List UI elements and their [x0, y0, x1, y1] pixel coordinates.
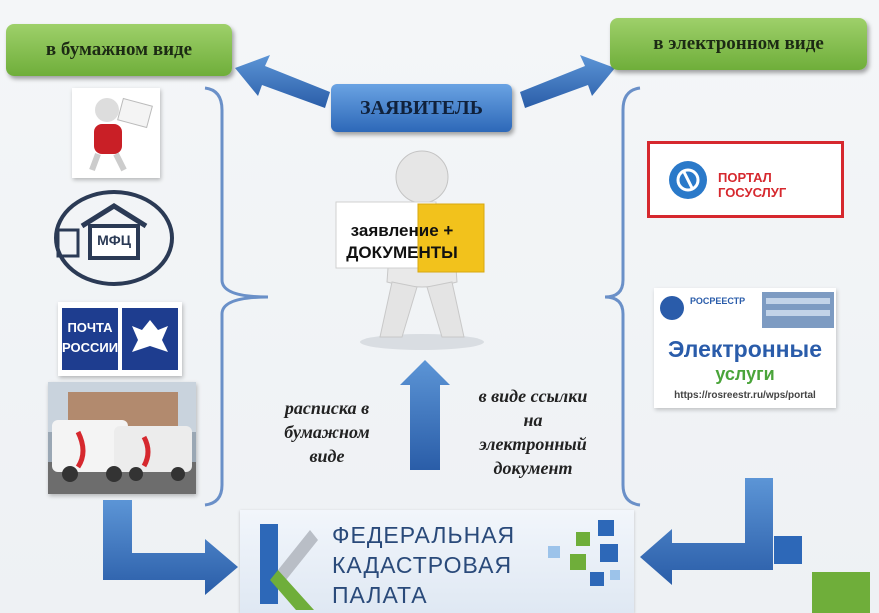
applicant-box: ЗАЯВИТЕЛЬ: [331, 84, 512, 132]
arrow-up: [400, 360, 450, 470]
application-line2: ДОКУМЕНТЫ: [346, 243, 458, 262]
post-emblem: [122, 308, 178, 370]
paper-box: в бумажном виде: [6, 24, 232, 76]
fkp-logo-icon: [260, 524, 318, 610]
post-line1: ПОЧТА: [67, 320, 113, 335]
person-with-folder-icon: [335, 150, 485, 350]
receipt-line2: бумажном: [284, 422, 370, 442]
link-line4: документ: [493, 458, 573, 478]
left-bracket: [204, 86, 269, 507]
rosreestr-label: РОСРЕЕСТР: [690, 296, 746, 306]
arrow-to-electronic: [520, 55, 615, 108]
electronic-label: в электронном виде: [653, 33, 824, 54]
receipt-line1: расписка в: [284, 398, 370, 418]
services-line1: Электронные: [668, 336, 822, 362]
double-eagle-icon: [132, 320, 168, 352]
gosuslugi-logo-icon: [669, 161, 707, 199]
electronic-box: в электронном виде: [610, 18, 867, 70]
deco-square-blue: [774, 536, 802, 564]
right-bracket: [604, 86, 641, 507]
tile-vans-photo: [48, 382, 196, 494]
mfc-logo-icon: [54, 190, 174, 286]
rosreestr-header-icon: [660, 292, 834, 328]
mfc-label: МФЦ: [97, 232, 131, 248]
link-line1: в виде ссылки: [478, 386, 588, 406]
vans-photo-icon: [48, 382, 196, 494]
tile-post: ПОЧТА РОССИИ: [58, 302, 182, 376]
fkp-line1: ФЕДЕРАЛЬНАЯ: [332, 522, 516, 548]
post-line2: РОССИИ: [62, 340, 119, 355]
services-line2: услуги: [715, 364, 775, 384]
link-caption: в виде ссылки на электронный документ: [458, 384, 608, 480]
center-figure: заявление + ДОКУМЕНТЫ: [322, 142, 522, 352]
receipt-caption: расписка в бумажном виде: [262, 396, 392, 468]
paper-label: в бумажном виде: [45, 39, 193, 60]
fkp-line2: КАДАСТРОВАЯ: [332, 552, 513, 578]
arrow-bottom-left: [103, 500, 238, 595]
receipt-line3: виде: [309, 446, 345, 466]
application-line1: заявление +: [350, 221, 454, 240]
arrow-to-paper: [235, 55, 330, 108]
fkp-line3: ПАЛАТА: [332, 582, 428, 608]
tile-rosreestr: РОСРЕЕСТР Электронные услуги https://ros…: [654, 288, 836, 408]
gosuslugi-label: ПОРТАЛ ГОСУСЛУГ: [718, 170, 787, 200]
arrow-bottom-right: [640, 478, 773, 585]
application-text: заявление + ДОКУМЕНТЫ: [332, 220, 472, 264]
tile-gosuslugi: ПОРТАЛ ГОСУСЛУГ: [647, 141, 844, 218]
link-line3: электронный: [479, 434, 587, 454]
person-envelope-icon: [89, 97, 153, 172]
link-line2: на: [523, 410, 543, 430]
deco-square-green: [812, 572, 870, 613]
rosreestr-url: https://rosreestr.ru/wps/portal: [674, 390, 816, 401]
fkp-text: ФЕДЕРАЛЬНАЯ КАДАСТРОВАЯ ПАЛАТА: [332, 520, 515, 610]
fkp-banner: ФЕДЕРАЛЬНАЯ КАДАСТРОВАЯ ПАЛАТА: [240, 510, 634, 613]
applicant-label: ЗАЯВИТЕЛЬ: [360, 96, 483, 119]
fkp-squares-icon: [548, 520, 620, 586]
tile-mail-figure: [72, 88, 160, 178]
post-left: ПОЧТА РОССИИ: [62, 308, 118, 370]
tile-mfc: МФЦ: [52, 190, 176, 286]
